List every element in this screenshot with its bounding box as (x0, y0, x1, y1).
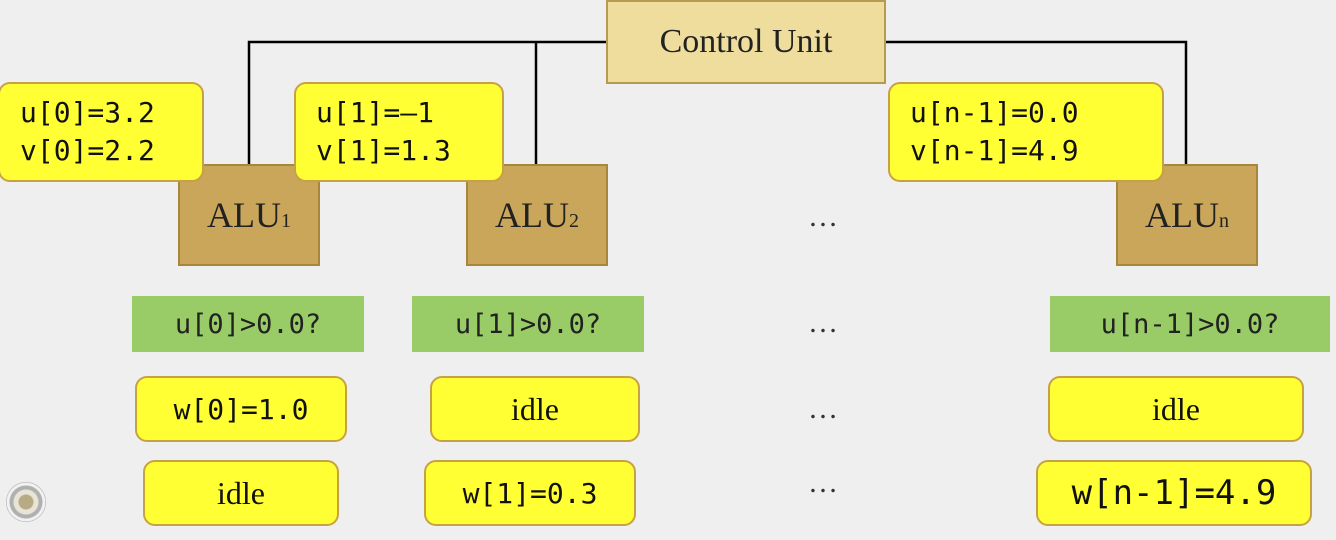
v-value: v[0]=2.2 (20, 134, 155, 167)
alu-1-label: ALU (207, 195, 281, 235)
u-value: u[1]=–1 (316, 96, 435, 129)
ellipsis-alu-row: … (808, 200, 838, 233)
then-result-alu2: idle (430, 376, 640, 442)
condition-alun: u[n-1]>0.0? (1050, 296, 1330, 352)
then-result-alu1: w[0]=1.0 (135, 376, 347, 442)
alu-2-label: ALU (495, 195, 569, 235)
alu-2-index: 2 (569, 209, 579, 232)
u-value: u[n-1]=0.0 (910, 96, 1079, 129)
else-result-alu2: w[1]=0.3 (424, 460, 636, 526)
input-values-alu2: u[1]=–1 v[1]=1.3 (294, 82, 504, 182)
ellipsis-else-row: … (808, 466, 838, 499)
arrow-to-alun (886, 40, 1186, 186)
arrow-to-alu1 (249, 40, 606, 186)
else-result-alu1: idle (143, 460, 339, 526)
condition-alu2: u[1]>0.0? (412, 296, 644, 352)
then-result-alun: idle (1048, 376, 1304, 442)
alu-n-label: ALU (1145, 195, 1219, 235)
presentation-logo-icon (6, 482, 46, 522)
v-value: v[1]=1.3 (316, 134, 451, 167)
ellipsis-then-row: … (808, 392, 838, 425)
v-value: v[n-1]=4.9 (910, 134, 1079, 167)
input-values-alu1: u[0]=3.2 v[0]=2.2 (0, 82, 204, 182)
u-value: u[0]=3.2 (20, 96, 155, 129)
else-result-alun: w[n-1]=4.9 (1036, 460, 1312, 526)
ellipsis-condition-row: … (808, 306, 838, 339)
control-unit: Control Unit (606, 0, 886, 84)
input-values-alun: u[n-1]=0.0 v[n-1]=4.9 (888, 82, 1164, 182)
alu-1-index: 1 (281, 209, 291, 232)
condition-alu1: u[0]>0.0? (132, 296, 364, 352)
alu-n-index: n (1219, 209, 1229, 232)
